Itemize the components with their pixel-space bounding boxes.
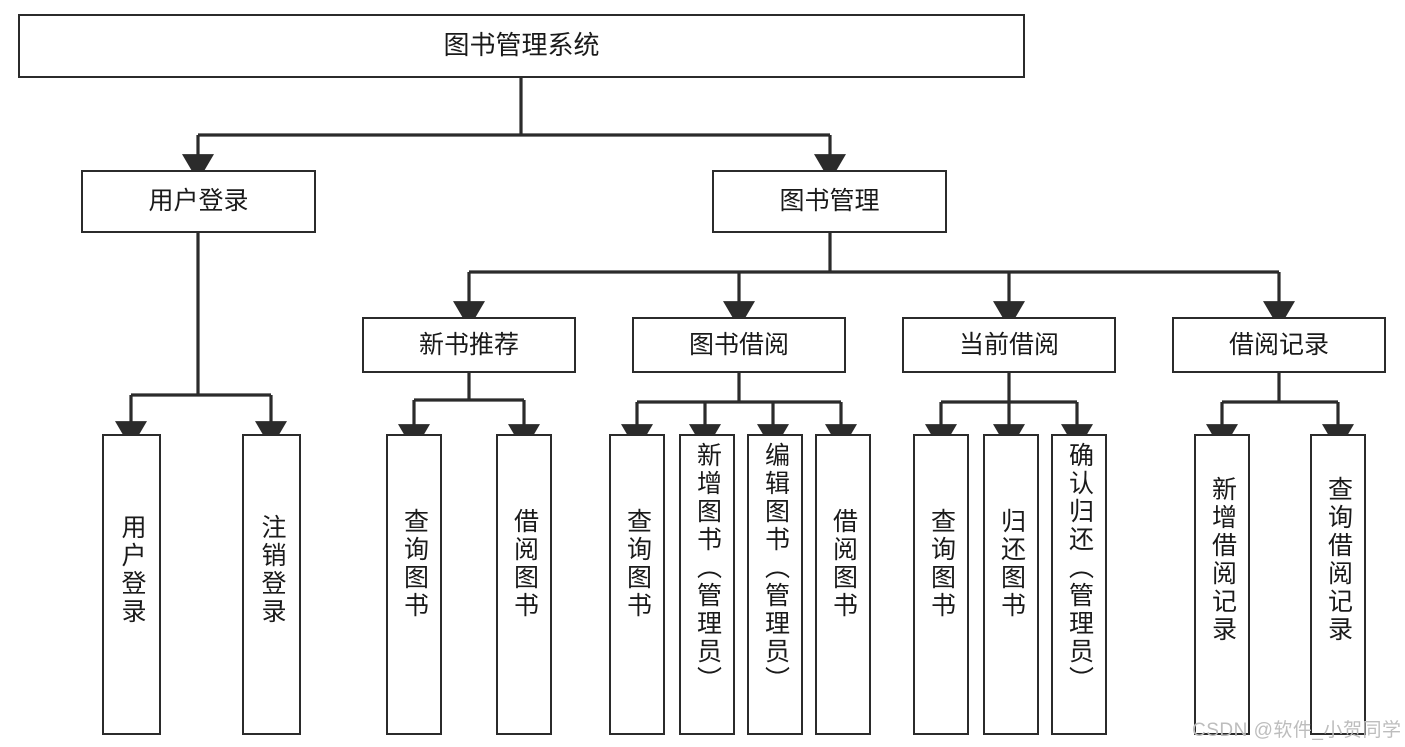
node-book-management[interactable]: 图书管理	[712, 170, 947, 233]
node-borrow-record[interactable]: 借阅记录	[1172, 317, 1386, 373]
leaf-edit-book-admin[interactable]: 编辑图书（管理员）	[747, 434, 803, 735]
node-label: 用户登录	[148, 187, 249, 216]
leaf-logout-login[interactable]: 注销登录	[242, 434, 301, 735]
node-label: 注销登录	[258, 514, 286, 626]
node-label: 用户登录	[118, 514, 146, 626]
node-label: 图书管理系统	[443, 30, 600, 61]
node-label: 借阅记录	[1228, 330, 1329, 359]
node-label: 借阅图书	[510, 508, 539, 620]
leaf-confirm-return-admin[interactable]: 确认归还（管理员）	[1051, 434, 1107, 735]
node-label: 图书借阅	[688, 330, 789, 359]
leaf-return-book[interactable]: 归还图书	[983, 434, 1039, 735]
leaf-query-borrow-record[interactable]: 查询借阅记录	[1310, 434, 1366, 735]
node-label: 归还图书	[997, 508, 1026, 620]
leaf-borrow-book-recommend[interactable]: 借阅图书	[496, 434, 552, 735]
node-label: 新书推荐	[418, 330, 519, 359]
node-label: 查询借阅记录	[1324, 476, 1353, 644]
node-label: 编辑图书（管理员）	[761, 442, 790, 694]
leaf-borrow-book-borrow[interactable]: 借阅图书	[815, 434, 871, 735]
leaf-user-login[interactable]: 用户登录	[102, 434, 161, 735]
node-label: 当前借阅	[958, 330, 1059, 359]
leaf-add-book-admin[interactable]: 新增图书（管理员）	[679, 434, 735, 735]
node-label: 借阅图书	[829, 508, 858, 620]
node-label: 查询图书	[623, 508, 652, 620]
node-label: 新增图书（管理员）	[693, 442, 722, 694]
leaf-add-borrow-record[interactable]: 新增借阅记录	[1194, 434, 1250, 735]
node-book-borrow[interactable]: 图书借阅	[632, 317, 846, 373]
node-label: 新增借阅记录	[1208, 476, 1237, 644]
node-user-login[interactable]: 用户登录	[81, 170, 316, 233]
csdn-watermark: CSDN @软件_小贺同学	[1192, 720, 1402, 741]
node-current-borrow[interactable]: 当前借阅	[902, 317, 1116, 373]
leaf-query-book-current[interactable]: 查询图书	[913, 434, 969, 735]
leaf-query-book-recommend[interactable]: 查询图书	[386, 434, 442, 735]
node-new-book-recommend[interactable]: 新书推荐	[362, 317, 576, 373]
node-label: 查询图书	[400, 508, 429, 620]
node-label: 确认归还（管理员）	[1065, 442, 1094, 694]
node-label: 查询图书	[927, 508, 956, 620]
node-label: 图书管理	[779, 187, 880, 216]
node-root-book-management-system[interactable]: 图书管理系统	[18, 14, 1025, 78]
leaf-query-book-borrow[interactable]: 查询图书	[609, 434, 665, 735]
